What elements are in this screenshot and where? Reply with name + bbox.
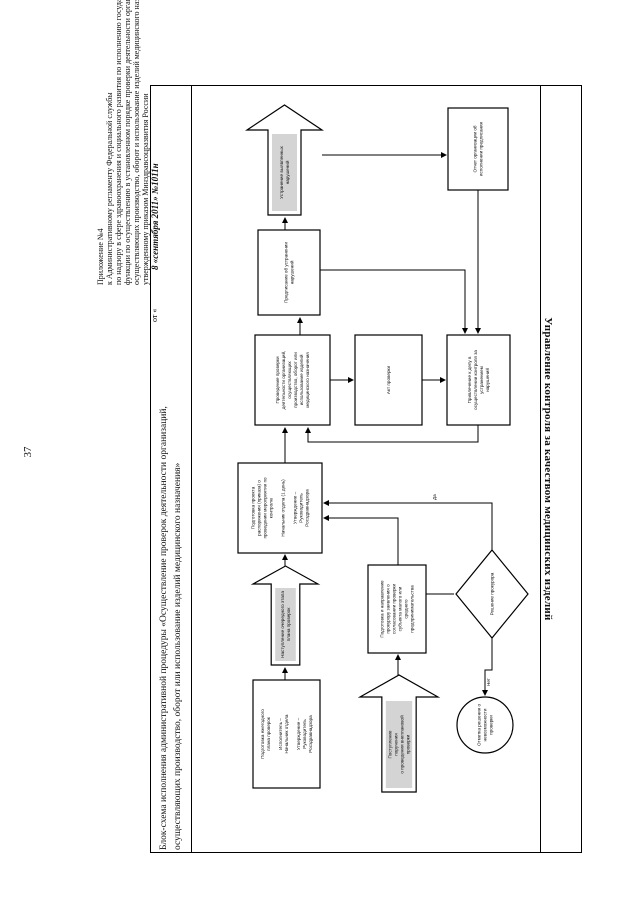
b4-text-line: Проведение проверки [275, 356, 280, 404]
yes-label: Да [432, 494, 437, 500]
b7-box [257, 229, 321, 316]
a2-arrow-fill [275, 588, 296, 661]
a2-text-line: Наступление очередного этапа [280, 591, 285, 658]
c1-terminal [456, 696, 514, 754]
b8-text-line: Отчет организации об [473, 125, 478, 172]
d1-yes-connector [323, 500, 493, 550]
b4-text-line: производство, оборот или [293, 352, 298, 408]
b7-to-b6-connector [320, 269, 468, 334]
b2-text-line: контролю [269, 497, 274, 518]
d1-label: Решение прокурора [490, 572, 495, 615]
b2-text-line: распоряжения (приказа) о [257, 480, 262, 536]
b1-text-line: Росздравнадзора [308, 715, 313, 753]
b5-text-line: Акт проверки [386, 365, 391, 394]
department-band [540, 85, 582, 853]
d1-text-line: Решение прокурора [490, 572, 495, 615]
a3-arrow-fill [272, 134, 297, 211]
a1-arrow-fill [385, 701, 413, 788]
b5-box [354, 334, 423, 426]
b2-text-line: Руководитель [299, 493, 304, 523]
b8-box [447, 107, 509, 191]
b6-text-line: осуществлении контроля за [473, 350, 478, 410]
b2-text-line: Подготовка проекта [251, 486, 256, 529]
b7-text-line: нарушений [289, 260, 295, 284]
b1-text-line: Исполнитель – [278, 718, 283, 750]
a1-text-line: о проведении внеплановой [399, 715, 405, 774]
a2-text-line: плана проверок [286, 607, 291, 642]
b4-text-line: осуществляющих [287, 361, 292, 399]
c1-text-line: проверки [489, 715, 494, 735]
b6-feedback-connector [305, 425, 479, 443]
b3-to-b2-connector [323, 515, 399, 565]
b3-text-line: Подготовка и направление [380, 580, 385, 638]
b2-text-line: проведении мероприятия по [263, 477, 268, 538]
b6-text-line: Привлечение к делу в [467, 356, 472, 403]
b2-text-line: Начальник отдела (1 день) [281, 479, 286, 537]
b2-text-line: Росздравнадзора [305, 489, 310, 527]
no-label: Нет [486, 677, 491, 686]
b1-text-line: Руководитель [302, 719, 307, 749]
b4-text-line: медицинского назначения [305, 352, 310, 408]
c1-text-line: невозможности [483, 708, 488, 741]
b3-text-line: среднего [404, 599, 409, 619]
b7-text-line: Предписание об устранении [284, 242, 289, 303]
title-panel: Блок-схема исполнения административной п… [150, 85, 192, 853]
a3-text-line: нарушений [284, 160, 290, 184]
b3-text-line: субъекта малого или [398, 586, 403, 631]
b1-text-line: Утверждение – [296, 717, 301, 750]
flowchart-frame [150, 85, 582, 853]
b1-text-line: Начальник отдела [284, 714, 289, 753]
b1-text-line: плана проверок [266, 716, 271, 751]
d1-no-connector [482, 638, 493, 696]
b6-text-line: устранением [479, 366, 484, 394]
b4-text-line: деятельности организаций, [280, 351, 286, 410]
b3-box [367, 564, 427, 654]
a1-text-line: Поступление [388, 730, 393, 758]
b3-text-line: прокурору заявления о [386, 584, 391, 634]
b8-text-line: исполнении предписания [479, 121, 484, 176]
a1-text-line: поручения [394, 733, 399, 756]
b6-text-line: нарушений [484, 368, 490, 392]
b4-text-line: использование изделий [298, 354, 304, 405]
b1-text-line: Подготовка ежегодного [260, 709, 265, 759]
b1-box [252, 679, 321, 789]
c1-text-line: Отметка решения о [477, 704, 482, 746]
a3-text-line: Устранение выявленных [279, 145, 284, 198]
b2-text-line: Утверждение – [293, 491, 298, 524]
b3-text-line: согласовании проверки [392, 583, 397, 634]
a1-text-line: проверки [406, 734, 411, 754]
b2-box [237, 462, 323, 554]
b3-text-line: предпринимательства [410, 585, 415, 633]
b4-box [254, 334, 331, 426]
b5-label: Акт проверки [386, 365, 391, 394]
